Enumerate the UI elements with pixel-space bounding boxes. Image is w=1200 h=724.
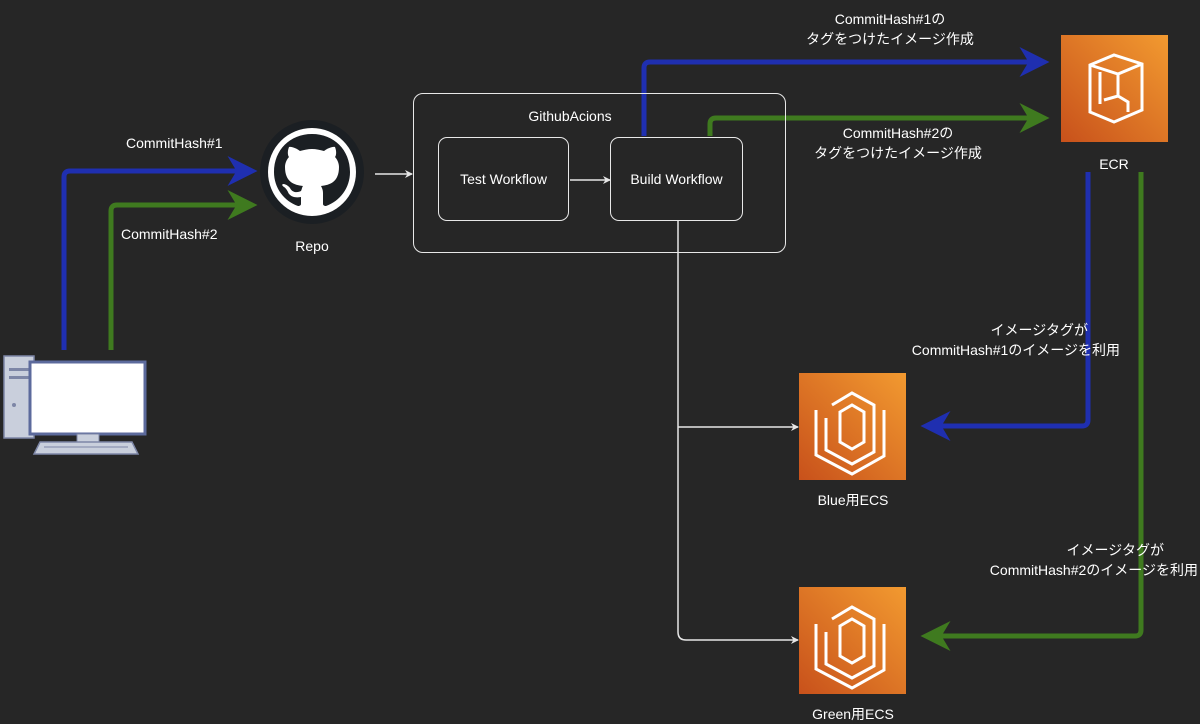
github-actions-container <box>413 93 786 253</box>
green-ecs-label: Green用ECS <box>812 706 894 722</box>
green-use-line1: イメージタグが <box>1066 542 1164 558</box>
repo-label: Repo <box>295 238 329 254</box>
edge-build-ecs <box>677 220 799 644</box>
green-use-label: イメージタグが CommitHash#2のイメージを利用 <box>916 540 1198 580</box>
blue-use-line1: イメージタグが <box>990 322 1088 338</box>
edge-build-ecr-commit1 <box>641 47 1050 136</box>
build-workflow-box[interactable]: Build Workflow <box>610 137 743 221</box>
blue-ecs-label: Blue用ECS <box>817 492 889 508</box>
github-octocat-icon <box>260 120 364 224</box>
commit2-label: CommitHash#2 <box>121 226 218 242</box>
green-use-line2: CommitHash#2のイメージを利用 <box>989 562 1198 578</box>
ecr-push1-label: CommitHash#1の タグをつけたイメージ作成 <box>760 9 1020 49</box>
aws-ecs-icon <box>799 587 906 694</box>
github-actions-label: GithubAcions <box>528 108 612 124</box>
desktop-computer-icon <box>3 355 147 455</box>
edge-client-repo-commit1 <box>61 156 258 350</box>
build-workflow-label: Build Workflow <box>630 171 723 187</box>
aws-ecs-icon <box>799 373 906 480</box>
ecr-push2-label: CommitHash#2の タグをつけたイメージ作成 <box>768 123 1028 163</box>
blue-use-label: イメージタグが CommitHash#1のイメージを利用 <box>840 320 1120 360</box>
blue-use-line2: CommitHash#1のイメージを利用 <box>911 342 1120 358</box>
commit1-label: CommitHash#1 <box>126 135 223 151</box>
ecr-label: ECR <box>1099 156 1129 172</box>
ecr-push2-line2: タグをつけたイメージ作成 <box>814 145 982 161</box>
edge-build-ecr-commit2 <box>707 103 1050 136</box>
edge-ecr-green-ecs <box>920 172 1144 651</box>
ecr-push1-line2: タグをつけたイメージ作成 <box>806 31 974 47</box>
edge-client-repo-commit2 <box>108 190 258 350</box>
ecr-push2-line1: CommitHash#2の <box>842 125 954 141</box>
aws-ecr-icon <box>1061 35 1168 142</box>
test-workflow-box[interactable]: Test Workflow <box>438 137 569 221</box>
ecr-push1-line1: CommitHash#1の <box>834 11 946 27</box>
edge-ecr-blue-ecs <box>920 172 1091 441</box>
test-workflow-label: Test Workflow <box>460 171 547 187</box>
